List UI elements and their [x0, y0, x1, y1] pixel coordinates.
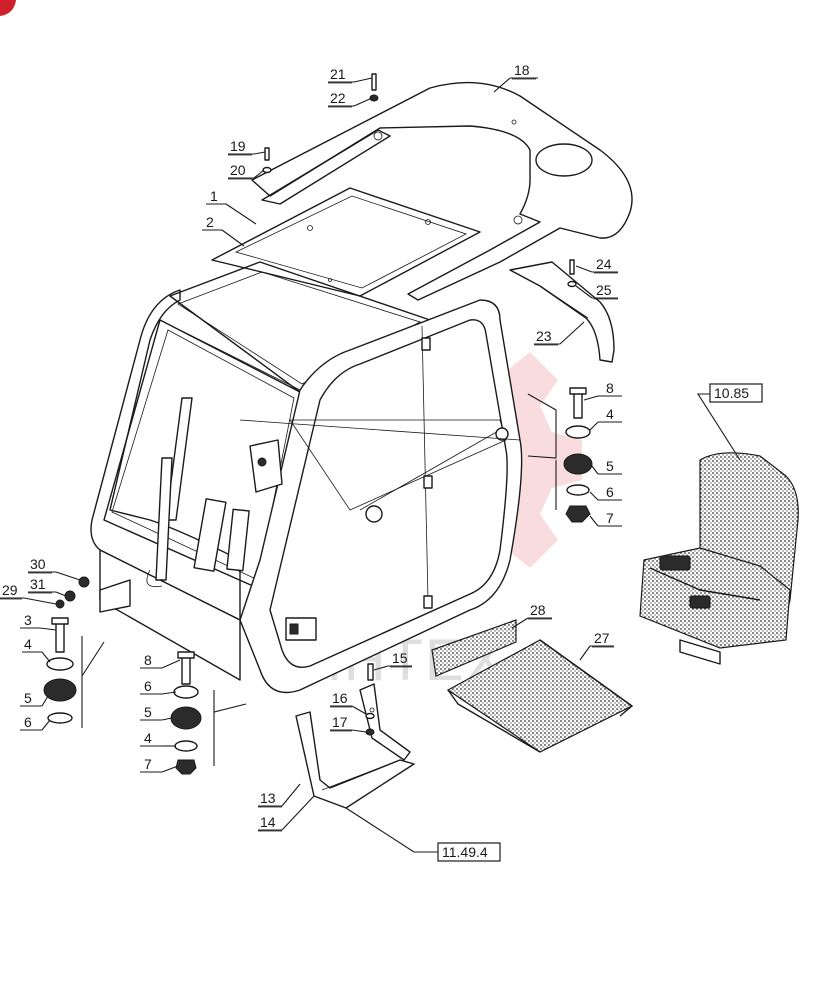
callout-4-left: 4	[24, 636, 32, 652]
callout-18: 18	[514, 62, 530, 78]
operator-seat	[639, 452, 799, 665]
label-underlines	[0, 78, 618, 832]
callout-22: 22	[330, 90, 346, 106]
callout-6-right: 6	[606, 484, 614, 500]
callout-7-right: 7	[606, 510, 614, 526]
callout-31: 31	[30, 576, 46, 592]
callout-15: 15	[392, 650, 408, 666]
callout-16: 16	[332, 690, 348, 706]
rear-bracket	[509, 261, 615, 363]
callout-21: 21	[330, 66, 346, 82]
callout-28: 28	[530, 602, 546, 618]
callout-17: 17	[332, 714, 348, 730]
callout-6-center: 6	[144, 678, 152, 694]
corner-logo	[0, 0, 16, 16]
reference-box-seat[interactable]: 10.85	[709, 383, 763, 403]
callout-3: 3	[24, 612, 32, 628]
callout-8-center: 8	[144, 652, 152, 668]
callout-27: 27	[594, 630, 610, 646]
callout-24: 24	[596, 256, 612, 272]
callout-5-center: 5	[144, 704, 152, 720]
callout-8-right: 8	[606, 380, 614, 396]
reference-step-label: 11.49.4	[442, 844, 488, 860]
callout-30: 30	[30, 556, 46, 572]
callout-7-center: 7	[144, 756, 152, 772]
roof-panel	[251, 81, 633, 301]
callout-1: 1	[210, 188, 218, 204]
mount-stack-right	[563, 387, 593, 523]
callout-25: 25	[596, 282, 612, 298]
reference-box-step[interactable]: 11.49.4	[437, 842, 501, 862]
callout-2: 2	[206, 214, 214, 230]
callout-29: 29	[2, 582, 18, 598]
callout-20: 20	[230, 162, 246, 178]
callout-23: 23	[536, 328, 552, 344]
floor-mat	[446, 639, 634, 753]
callout-5-right: 5	[606, 458, 614, 474]
mount-stack-center	[170, 651, 202, 775]
entry-step	[295, 683, 415, 809]
callout-5-left: 5	[24, 690, 32, 706]
mount-stack-left	[43, 576, 90, 724]
callout-14: 14	[260, 814, 276, 830]
callout-6-left: 6	[24, 714, 32, 730]
leader-lines	[0, 77, 741, 853]
callout-13: 13	[260, 790, 276, 806]
callout-4-right: 4	[606, 406, 614, 422]
callout-19: 19	[230, 138, 246, 154]
reference-seat-label: 10.85	[714, 385, 749, 401]
cab-frame	[90, 261, 523, 694]
callout-4-center: 4	[144, 730, 152, 746]
mat-strip	[431, 619, 517, 677]
callout-labels: 18 21 22 19 20 1 2 24 25 23 8 4 5 6 7 30…	[2, 62, 614, 830]
